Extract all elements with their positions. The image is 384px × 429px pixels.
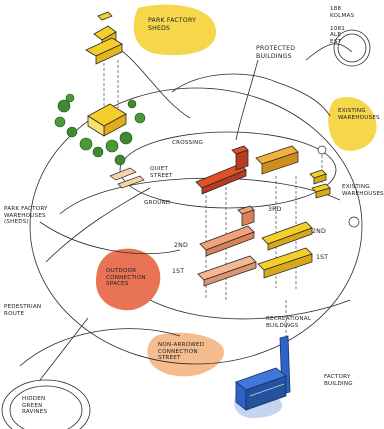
right-warehouses xyxy=(255,145,331,279)
label-crossing: CROSSING xyxy=(172,140,204,146)
label-floor-1st-right: 1ST xyxy=(316,254,329,261)
bottom-arc xyxy=(19,328,181,367)
yellow-wash-top xyxy=(133,4,217,56)
legend-circles xyxy=(333,29,371,67)
line-long-top-right xyxy=(305,43,353,61)
bldg-front xyxy=(87,115,105,137)
tree xyxy=(65,93,75,103)
top-loop xyxy=(171,73,331,117)
tree xyxy=(57,99,71,113)
salmon-long-2nd-side xyxy=(205,231,255,257)
mid-sheds xyxy=(109,167,145,189)
tree xyxy=(105,139,119,153)
central-yellow-building xyxy=(87,103,127,137)
tree xyxy=(114,154,126,166)
label-outdoor-connection: OUTDOOR CONNECTION SPACES xyxy=(106,268,146,288)
marker-circle-2 xyxy=(317,145,327,155)
wh-small-2-side xyxy=(315,187,331,199)
marker-circle xyxy=(348,216,360,228)
legend-circle-outer xyxy=(333,29,371,67)
factory-building-sketch xyxy=(235,335,291,411)
label-existing-mid-right: EXISTING WAREHOUSES xyxy=(342,184,384,197)
mid-shed-1 xyxy=(109,167,137,181)
ravine-outer xyxy=(1,379,91,429)
wh-top-side xyxy=(261,151,299,175)
legend-circle-inner xyxy=(337,33,367,63)
red-wash xyxy=(96,248,161,311)
blue-side xyxy=(245,375,287,411)
tree xyxy=(66,126,78,138)
label-recreational-buildings: RECREATIONAL BUILDINGS xyxy=(266,316,312,329)
label-park-factory-warehouses: PARK FACTORY WAREHOUSES (SHEDS) xyxy=(4,206,48,226)
lead-to-protected xyxy=(235,59,259,141)
red-long-side xyxy=(201,169,247,195)
inner-ring xyxy=(119,131,337,209)
wh-small-1-side xyxy=(313,173,327,185)
road-lower-loop xyxy=(59,177,341,215)
watercolor-washes xyxy=(96,4,377,418)
mid-shed-2 xyxy=(117,175,145,189)
ravine-inner xyxy=(9,385,83,429)
label-legend: 188 KOLMAS 1081 ALE EST xyxy=(330,6,355,45)
park-factory-sheds-sketch xyxy=(85,11,123,65)
label-floor-3rd: 3RD xyxy=(268,206,282,213)
tree xyxy=(119,131,133,145)
tree xyxy=(79,137,93,151)
label-pedestrian-route: PEDESTRIAN ROUTE xyxy=(4,304,42,317)
route-curve-2 xyxy=(149,299,351,320)
shed-2-side xyxy=(95,43,123,65)
tree xyxy=(54,116,66,128)
pedestrian-route-left xyxy=(45,187,151,263)
circulation-lines xyxy=(19,43,363,381)
label-floor-2nd-left: 2ND xyxy=(174,242,188,249)
label-hidden-green-ravines: HIDDEN GREEN RAVINES xyxy=(22,396,48,416)
route-curve-1 xyxy=(39,221,181,255)
label-quiet-street: QUIET STREET xyxy=(150,166,173,179)
label-new-buildings: NON-ARROWED CONNECTION STREET xyxy=(158,342,205,362)
label-protected-buildings: PROTECTED BUILDINGS xyxy=(256,45,296,60)
ravines-circles xyxy=(1,379,91,429)
diag-line-1 xyxy=(111,43,191,119)
tree xyxy=(92,146,104,158)
salmon-long-1st-side xyxy=(203,261,257,287)
label-factory-building: FACTORY BUILDING xyxy=(324,374,353,387)
label-floor-1st-left: 1ST xyxy=(172,268,185,275)
label-existing-warehouses: EXISTING WAREHOUSES xyxy=(338,108,380,121)
salmon-block-side xyxy=(241,209,255,227)
red-tower-side xyxy=(235,149,249,171)
label-ground: GROUND xyxy=(144,200,171,206)
shed-0 xyxy=(97,11,113,21)
trees xyxy=(54,93,146,166)
label-floor-2nd-right: 2ND xyxy=(312,228,326,235)
line-to-ravines xyxy=(39,317,89,381)
wh-mid-side xyxy=(267,227,313,251)
tree xyxy=(134,112,146,124)
tree xyxy=(127,99,137,109)
center-red-buildings xyxy=(195,145,257,287)
orange-wash xyxy=(147,332,224,377)
blue-stripe xyxy=(249,383,285,397)
main-ring xyxy=(29,87,363,365)
label-park-factory-sheds: PARK FACTORY SHEDS xyxy=(148,17,197,32)
wh-low-side xyxy=(263,253,313,279)
yellow-wash-right xyxy=(328,96,377,151)
